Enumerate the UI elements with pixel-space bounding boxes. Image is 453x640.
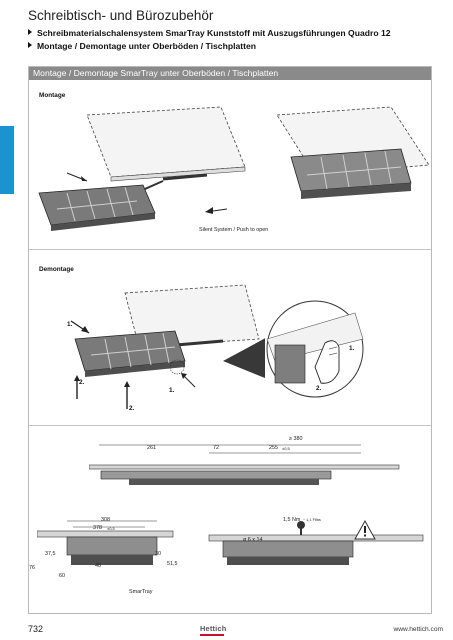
brand-logo-text: Hettich bbox=[200, 624, 227, 633]
footer-url-link[interactable]: www.hettich.com bbox=[393, 626, 443, 633]
screw-spec: ø 6 x 14 bbox=[243, 537, 263, 543]
montage-label: Montage bbox=[39, 92, 66, 99]
dim-76: 76 bbox=[29, 565, 35, 571]
dim-60: 60 bbox=[59, 573, 65, 579]
detail-zoom-illustration bbox=[265, 299, 365, 399]
section-divider bbox=[29, 249, 431, 250]
step-2-label-b: 2. bbox=[129, 405, 135, 412]
dimension-drawing-side bbox=[89, 431, 429, 491]
torque-label: 1,5 Nm bbox=[283, 517, 301, 523]
brand-logo-bar bbox=[200, 634, 224, 636]
page-title: Schreibtisch- und Bürozubehör bbox=[28, 8, 214, 23]
dim-255-tolerance: ±0,5 bbox=[282, 446, 290, 451]
screw-fastening-drawing bbox=[205, 515, 425, 585]
instruction-panel: Montage / Demontage SmarTray unter Oberb… bbox=[28, 66, 432, 614]
montage-illustration-insert bbox=[37, 101, 247, 241]
zoom-step-2-label: 2. bbox=[316, 385, 322, 392]
dim-378: 378 bbox=[93, 525, 102, 531]
torque-sub-label: ~ 1,1 Ftlbs bbox=[303, 518, 321, 522]
chapter-tab bbox=[0, 126, 14, 194]
step-1-label-b: 1. bbox=[169, 387, 175, 394]
dim-378-tolerance: ±0,5 bbox=[107, 526, 115, 531]
dim-37-5: 37,5 bbox=[45, 551, 56, 557]
dim-30: 30 bbox=[155, 551, 161, 557]
montage-illustration-installed bbox=[261, 101, 431, 221]
step-1-label: 1. bbox=[67, 321, 73, 328]
zoom-step-1-label: 1. bbox=[349, 345, 355, 352]
dim-255: 255 bbox=[269, 445, 278, 451]
demontage-label: Demontage bbox=[39, 266, 74, 273]
breadcrumb-product-label: Schreibmaterialschalensystem SmarTray Ku… bbox=[37, 28, 391, 38]
dim-40: 40 bbox=[95, 563, 101, 569]
dim-51-5: 51,5 bbox=[167, 561, 178, 567]
triangle-right-icon bbox=[28, 29, 32, 35]
dim-261: 261 bbox=[147, 445, 156, 451]
step-2-label: 2. bbox=[79, 379, 85, 386]
smartray-label: SmarTray bbox=[129, 589, 153, 595]
section-divider bbox=[29, 425, 431, 426]
breadcrumb-product: Schreibmaterialschalensystem SmarTray Ku… bbox=[28, 28, 391, 38]
dim-308: 308 bbox=[101, 517, 110, 523]
montage-caption: Silent System / Push to open bbox=[199, 227, 269, 233]
dim-72: 72 bbox=[213, 445, 219, 451]
demontage-illustration bbox=[65, 281, 265, 421]
breadcrumb-section-label: Montage / Demontage unter Oberböden / Ti… bbox=[37, 41, 257, 51]
dimension-drawing-front bbox=[37, 507, 187, 577]
brand-logo: Hettich bbox=[200, 624, 226, 636]
breadcrumb-section: Montage / Demontage unter Oberböden / Ti… bbox=[28, 41, 256, 51]
dim-380: ≥ 380 bbox=[289, 436, 303, 442]
triangle-right-icon bbox=[28, 42, 32, 48]
panel-title: Montage / Demontage SmarTray unter Oberb… bbox=[29, 67, 431, 80]
page-number: 732 bbox=[28, 624, 44, 634]
